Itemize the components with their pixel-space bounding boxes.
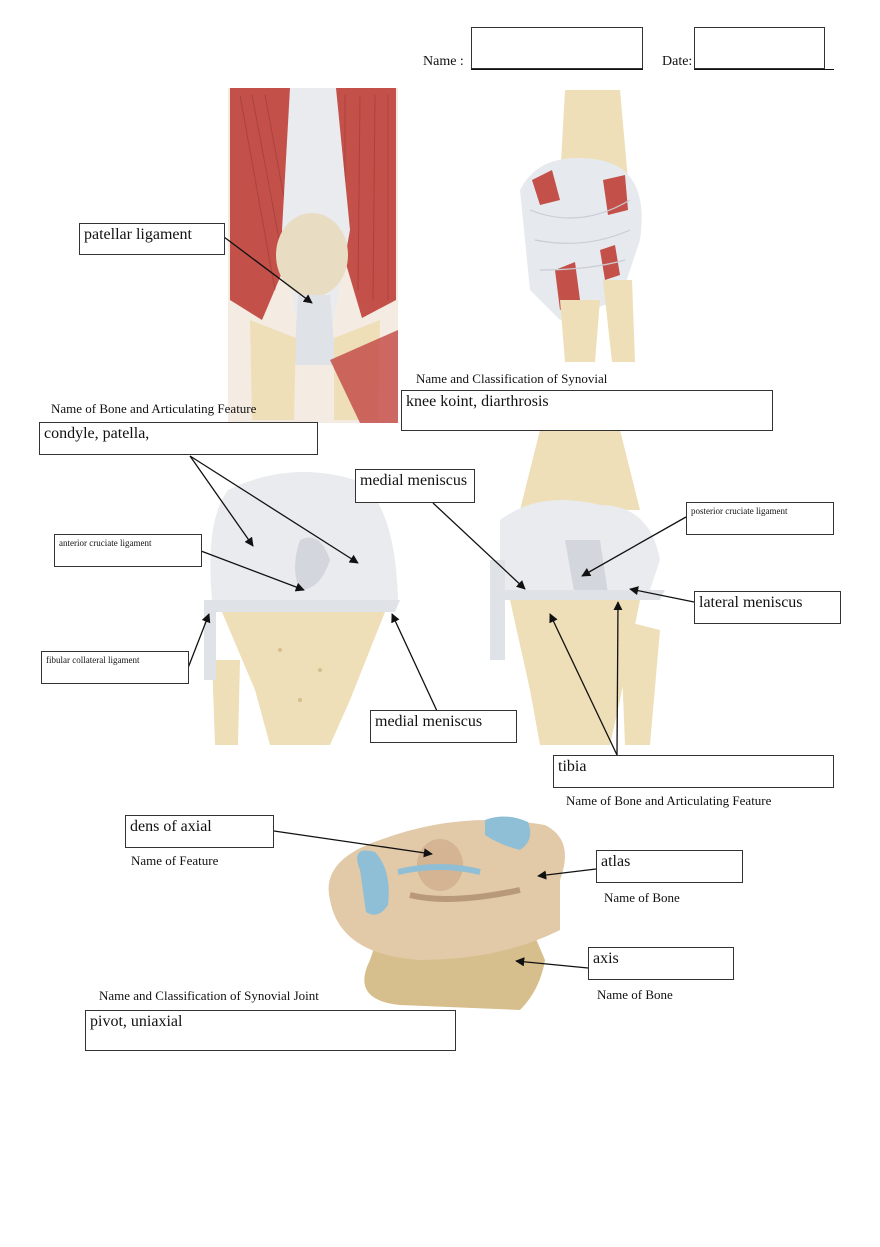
synovial-caption: Name and Classification of Synovial xyxy=(416,371,608,386)
patellar-ligament-label[interactable]: patellar ligament xyxy=(79,223,225,255)
tibia-answer-field[interactable]: tibia xyxy=(553,755,834,788)
feature-caption: Name of Feature xyxy=(131,853,219,868)
atlas-label[interactable]: atlas xyxy=(596,850,743,883)
bone-feature-answer-field[interactable]: condyle, patella, xyxy=(39,422,318,455)
joint-caption: Name and Classification of Synovial Join… xyxy=(99,988,319,1003)
name-underline xyxy=(471,69,643,70)
medial-meniscus-label-anterior[interactable]: medial meniscus xyxy=(370,710,517,743)
dens-label[interactable]: dens of axial xyxy=(125,815,274,848)
tibia-caption: Name of Bone and Articulating Feature xyxy=(566,793,772,808)
atlas-caption: Name of Bone xyxy=(604,890,680,905)
joint-answer-field[interactable]: pivot, uniaxial xyxy=(85,1010,456,1051)
date-label: Date: xyxy=(662,54,693,69)
pcl-label[interactable]: posterior cruciate ligament xyxy=(686,502,834,535)
knee-posterior-superficial-image xyxy=(520,90,642,362)
axis-caption: Name of Bone xyxy=(597,987,673,1002)
medial-meniscus-label-posterior[interactable]: medial meniscus xyxy=(355,469,475,503)
acl-label[interactable]: anterior cruciate ligament xyxy=(54,534,202,567)
atlantoaxial-image xyxy=(328,816,565,1010)
name-label: Name : xyxy=(423,54,464,69)
axis-label[interactable]: axis xyxy=(588,947,734,980)
synovial-answer-field[interactable]: knee koint, diarthrosis xyxy=(401,390,773,431)
bone-feature-caption: Name of Bone and Articulating Feature xyxy=(51,401,257,416)
knee-anterior-deep-image xyxy=(204,472,400,745)
knee-anterior-superficial-image xyxy=(228,88,398,423)
date-field[interactable] xyxy=(694,27,825,69)
date-underline xyxy=(694,69,834,70)
name-field[interactable] xyxy=(471,27,643,69)
fibular-collateral-ligament-label[interactable]: fibular collateral ligament xyxy=(41,651,189,684)
lateral-meniscus-label[interactable]: lateral meniscus xyxy=(694,591,841,624)
knee-posterior-deep-image xyxy=(490,430,665,745)
